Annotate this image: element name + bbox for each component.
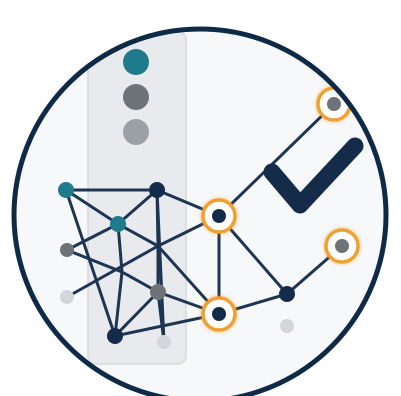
- network-node: [107, 328, 123, 344]
- panel-dot-gray-dark: [123, 84, 149, 110]
- network-node: [279, 286, 295, 302]
- network-node: [212, 209, 226, 223]
- network-node: [157, 335, 171, 349]
- network-node: [60, 290, 74, 304]
- network-node: [335, 239, 349, 253]
- network-node: [212, 307, 226, 321]
- network-node: [149, 182, 165, 198]
- network-node: [58, 182, 74, 198]
- network-node: [327, 97, 341, 111]
- network-node: [150, 284, 166, 300]
- network-node: [60, 243, 74, 257]
- panel-dot-gray-light: [123, 119, 149, 145]
- network-node: [110, 216, 126, 232]
- panel-dot-teal: [123, 49, 149, 75]
- network-node: [280, 319, 294, 333]
